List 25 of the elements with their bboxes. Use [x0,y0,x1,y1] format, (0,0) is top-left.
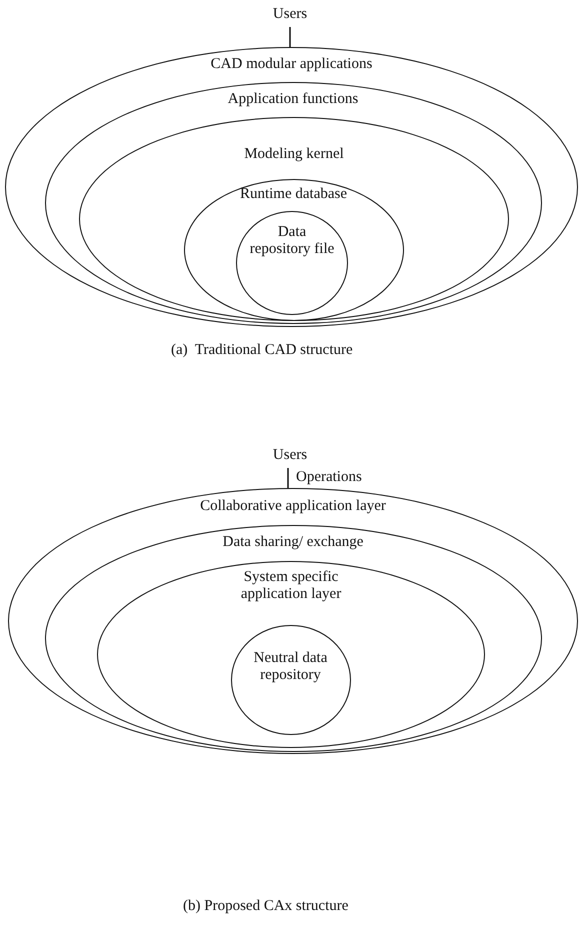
layer-label: CAD modular applications [210,56,374,73]
layer-label: Data sharing/ exchange [222,534,364,550]
layer-label: Data repository file [248,224,336,258]
layer-ellipse [44,82,542,324]
layer-ellipse [184,178,404,320]
layer-label: Application functions [226,90,360,108]
figure-caption: (b) Proposed CAx structure [183,898,348,915]
figure-caption: (a) Traditional CAD structure [171,342,353,359]
connector-line [287,468,289,488]
layer-ellipse [44,524,542,752]
layer-label: Modeling kernel [243,146,345,163]
layer-label: Neutral data repository [252,650,328,684]
layer-ellipse [8,488,578,754]
layer-ellipse [230,624,350,734]
layer-ellipse [79,117,509,321]
layer-label: Runtime database [238,186,348,202]
layer-ellipse [236,211,348,315]
node-label: Users [265,447,315,467]
layer-label: Collaborative application layer [199,498,387,515]
node-label: Users [260,6,320,26]
connector-line [289,27,291,47]
layer-ellipse [5,47,578,327]
layer-ellipse [97,561,485,748]
edge-label: Operations [296,469,362,486]
layer-label: System specific application layer [240,569,342,603]
